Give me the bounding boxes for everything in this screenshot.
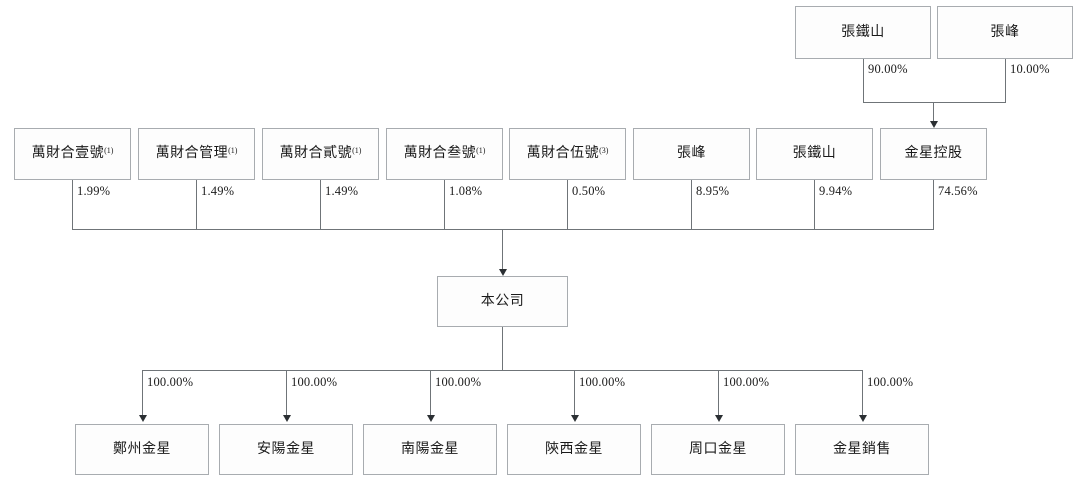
connector-jinxing-holding-drop xyxy=(933,180,934,230)
connector-wancaihe-yihao-drop xyxy=(72,180,73,230)
node-the-company[interactable]: 本公司 xyxy=(437,276,568,327)
percent-zhoukou-jinxing: 100.00% xyxy=(723,375,770,389)
percent-nanyang-jinxing: 100.00% xyxy=(435,375,482,389)
node-wancaihe-wuhao[interactable]: 萬財合伍號(3) xyxy=(509,128,626,180)
node-label: 萬財合貳號(1) xyxy=(279,146,362,162)
connector-tier2-bus xyxy=(72,229,934,230)
node-wancaihe-yihao[interactable]: 萬財合壹號(1) xyxy=(14,128,131,180)
percent-wancaihe-erhao: 1.49% xyxy=(325,184,359,198)
footnote-marker: (1) xyxy=(352,146,362,156)
node-label: 張鐵山 xyxy=(792,146,837,162)
percent-zhang-feng-top: 10.00% xyxy=(1010,62,1050,76)
footnote-marker: (1) xyxy=(228,146,238,156)
percent-jinxing-holding: 74.56% xyxy=(938,184,978,198)
node-label: 萬財合伍號(3) xyxy=(526,146,609,162)
footnote-marker: (1) xyxy=(104,146,114,156)
connector-nanyang-jinxing-drop xyxy=(430,370,431,417)
connector-tier1-to-jinxing xyxy=(933,102,934,124)
node-label: 張峰 xyxy=(677,146,706,162)
connector-zhang-feng-drop xyxy=(691,180,692,230)
percent-wancaihe-wuhao: 0.50% xyxy=(572,184,606,198)
percent-shaanxi-jinxing: 100.00% xyxy=(579,375,626,389)
node-label: 金星銷售 xyxy=(833,441,891,457)
percent-anyang-jinxing: 100.00% xyxy=(291,375,338,389)
arrow-to-nanyang-jinxing xyxy=(427,415,435,422)
connector-tier3-bus xyxy=(142,370,863,371)
node-zhang-feng-top[interactable]: 張峰 xyxy=(937,6,1073,59)
node-label: 南陽金星 xyxy=(401,441,459,457)
percent-zhang-tieshan-top: 90.00% xyxy=(868,62,908,76)
node-label: 張峰 xyxy=(990,24,1020,40)
percent-jinxing-sales: 100.00% xyxy=(867,375,914,389)
connector-wancaihe-guanli-drop xyxy=(196,180,197,230)
connector-zhang-tieshan-top-drop xyxy=(863,59,864,103)
node-label: 張鐵山 xyxy=(841,24,885,40)
connector-wancaihe-wuhao-drop xyxy=(567,180,568,230)
connector-company-drop xyxy=(502,327,503,371)
arrow-tier1-to-jinxing xyxy=(930,121,938,128)
connector-zhengzhou-jinxing-drop xyxy=(142,370,143,417)
connector-anyang-jinxing-drop xyxy=(286,370,287,417)
percent-wancaihe-yihao: 1.99% xyxy=(77,184,111,198)
node-label: 萬財合管理(1) xyxy=(155,146,238,162)
arrow-to-anyang-jinxing xyxy=(283,415,291,422)
footnote-marker: (1) xyxy=(476,146,486,156)
percent-zhang-tieshan: 9.94% xyxy=(819,184,853,198)
arrow-to-shaanxi-jinxing xyxy=(571,415,579,422)
percent-zhang-feng: 8.95% xyxy=(696,184,730,198)
footnote-marker: (3) xyxy=(599,146,609,156)
connector-zhang-tieshan-drop xyxy=(814,180,815,230)
node-label: 陝西金星 xyxy=(545,441,603,457)
node-jinxing-sales[interactable]: 金星銷售 xyxy=(795,424,929,475)
node-label: 萬財合壹號(1) xyxy=(31,146,114,162)
connector-wancaihe-sanhao-drop xyxy=(444,180,445,230)
node-wancaihe-erhao[interactable]: 萬財合貳號(1) xyxy=(262,128,379,180)
connector-zhoukou-jinxing-drop xyxy=(718,370,719,417)
arrow-to-jinxing-sales xyxy=(859,415,867,422)
percent-wancaihe-guanli: 1.49% xyxy=(201,184,235,198)
connector-wancaihe-erhao-drop xyxy=(320,180,321,230)
arrow-to-zhoukou-jinxing xyxy=(715,415,723,422)
node-zhang-feng[interactable]: 張峰 xyxy=(633,128,750,180)
node-jinxing-holding[interactable]: 金星控股 xyxy=(880,128,987,180)
connector-tier1-bus xyxy=(863,102,1006,103)
node-anyang-jinxing[interactable]: 安陽金星 xyxy=(219,424,353,475)
node-label: 周口金星 xyxy=(689,441,747,457)
node-label: 金星控股 xyxy=(904,146,963,162)
node-wancaihe-sanhao[interactable]: 萬財合叁號(1) xyxy=(386,128,503,180)
node-zhengzhou-jinxing[interactable]: 鄭州金星 xyxy=(75,424,209,475)
node-label: 本公司 xyxy=(480,293,525,309)
node-shaanxi-jinxing[interactable]: 陝西金星 xyxy=(507,424,641,475)
node-label: 萬財合叁號(1) xyxy=(403,146,486,162)
connector-tier2-to-company xyxy=(502,229,503,271)
arrow-tier2-to-company xyxy=(499,269,507,276)
percent-zhengzhou-jinxing: 100.00% xyxy=(147,375,194,389)
connector-shaanxi-jinxing-drop xyxy=(574,370,575,417)
node-nanyang-jinxing[interactable]: 南陽金星 xyxy=(363,424,497,475)
connector-zhang-feng-top-drop xyxy=(1005,59,1006,103)
node-zhang-tieshan-top[interactable]: 張鐵山 xyxy=(795,6,931,59)
node-label: 鄭州金星 xyxy=(113,441,171,457)
percent-wancaihe-sanhao: 1.08% xyxy=(449,184,483,198)
node-wancaihe-guanli[interactable]: 萬財合管理(1) xyxy=(138,128,255,180)
node-zhoukou-jinxing[interactable]: 周口金星 xyxy=(651,424,785,475)
node-label: 安陽金星 xyxy=(257,441,315,457)
connector-jinxing-sales-drop xyxy=(862,370,863,417)
node-zhang-tieshan[interactable]: 張鐵山 xyxy=(756,128,873,180)
arrow-to-zhengzhou-jinxing xyxy=(139,415,147,422)
